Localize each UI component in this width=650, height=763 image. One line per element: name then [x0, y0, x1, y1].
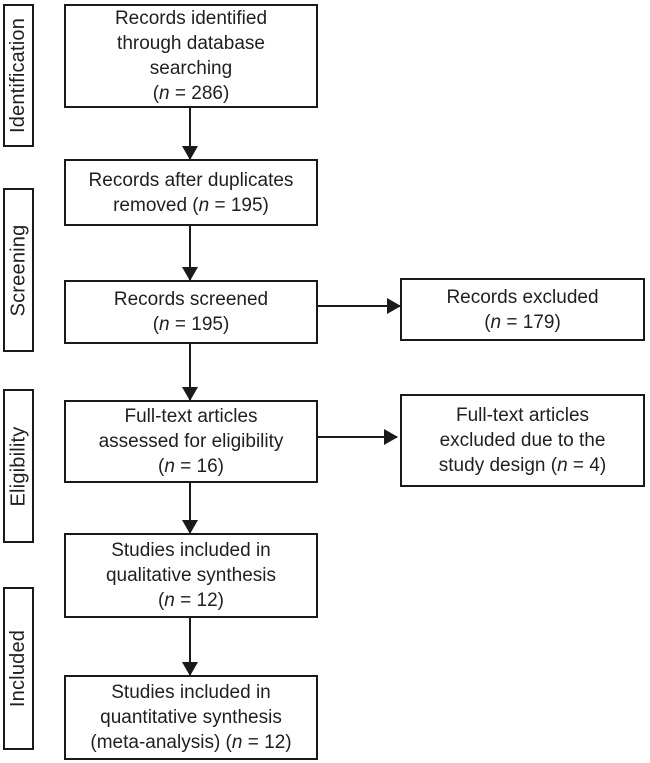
flow-box-text-line: searching [149, 58, 233, 79]
flow-box-text-line: (n = 195) [152, 314, 230, 335]
flow-box-text-line: (meta-analysis) (n = 12) [90, 732, 292, 753]
flow-box-qualitative-synthesis: Studies included in qualitative synthesi… [64, 533, 318, 618]
stage-label-included: Included [7, 629, 29, 708]
stage-box-identification: Identification [3, 4, 34, 147]
flow-box-records-identified: Records identified through database sear… [64, 4, 318, 108]
flow-box-text-line: (n = 12) [157, 590, 224, 611]
flow-box-fulltext-assessed: Full-text articles assessed for eligibil… [64, 400, 318, 483]
flow-box-fulltext-excluded: Full-text articles excluded due to the s… [400, 394, 645, 487]
stage-label-identification: Identification [7, 17, 30, 134]
stage-box-eligibility: Eligibility [3, 389, 34, 543]
arrow-down-duplicates-to-screened [182, 226, 198, 281]
stage-box-included: Included [3, 587, 34, 750]
flow-box-records-excluded: Records excluded (n = 179) [400, 278, 645, 341]
flow-box-text-line: (n = 179) [484, 311, 561, 333]
stage-label-screening: Screening [7, 224, 30, 316]
arrow-right-fulltext-to-excluded [318, 429, 398, 445]
flow-box-text-line: Studies included in [111, 540, 271, 561]
flow-box-text-line: Studies included in [111, 682, 271, 703]
flow-box-duplicates-removed: Records after duplicates removed (n = 19… [64, 159, 318, 226]
flow-box-text-line: through database [117, 33, 265, 54]
flow-box-text-line: Records after duplicates [88, 169, 294, 191]
stage-box-screening: Screening [3, 188, 34, 352]
arrow-down-screened-to-fulltext [182, 344, 198, 401]
flow-box-text-line: quantitative synthesis [100, 707, 282, 728]
flow-box-text-line: Records screened [113, 289, 269, 310]
flow-box-text-line: Full-text articles [124, 406, 258, 427]
flow-box-text-line: excluded due to the [439, 430, 606, 451]
flow-box-text-line: assessed for eligibility [98, 431, 284, 452]
arrow-down-fulltext-to-qualitative [182, 483, 198, 534]
flow-box-text-line: qualitative synthesis [105, 565, 277, 586]
flow-box-text-line: Records identified [114, 8, 268, 29]
flow-box-text-line: removed (n = 195) [113, 194, 269, 216]
arrow-down-qualitative-to-quantitative [182, 618, 198, 676]
stage-label-eligibility: Eligibility [7, 425, 30, 507]
arrow-right-screened-to-excluded [318, 298, 401, 314]
flow-box-quantitative-synthesis: Studies included in quantitative synthes… [64, 675, 318, 760]
flow-box-text-line: (n = 286) [152, 83, 230, 104]
arrow-down-identified-to-duplicates [182, 108, 198, 160]
flow-box-records-screened: Records screened (n = 195) [64, 280, 318, 344]
flow-box-text-line: study design (n = 4) [438, 455, 607, 476]
flow-box-text-line: Full-text articles [455, 405, 590, 426]
flow-box-text-line: Records excluded [446, 286, 599, 308]
flow-box-text-line: (n = 16) [157, 456, 225, 477]
